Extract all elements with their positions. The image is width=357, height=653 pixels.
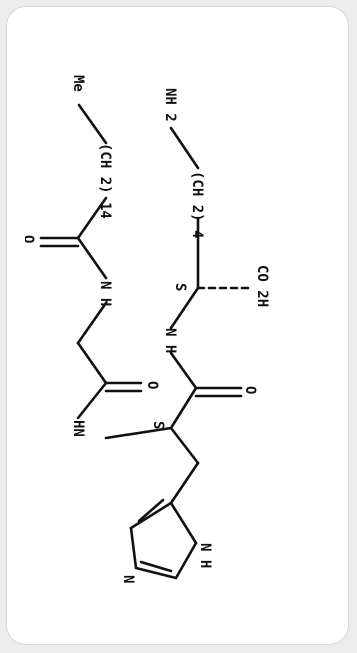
bond-ch2-carbonyl xyxy=(76,196,108,240)
bond-glycine-carbonyl xyxy=(76,341,108,385)
label-hn-mid: HN xyxy=(70,420,86,437)
structure-viewport: Me (CH 2) 14 O N H O HN NH 2 (CH 2) 4 S … xyxy=(25,43,346,633)
bonds xyxy=(39,103,253,580)
bond-nh2-ch2 xyxy=(169,126,200,170)
bond-s-top-ch2 xyxy=(169,426,200,465)
bond-carbonyl-mid-s-top xyxy=(169,386,198,430)
label-nh-ring: N H xyxy=(197,543,213,568)
bond-s-top-hn xyxy=(104,426,173,440)
label-co2h: CO 2H xyxy=(254,265,270,307)
ring-bond-1 xyxy=(169,501,198,545)
label-s-mid: S xyxy=(172,283,188,291)
label-o-right: O xyxy=(144,381,160,389)
label-n-ring: N xyxy=(120,575,136,583)
ring-bond-5 xyxy=(129,501,173,530)
label-nh-right: N H xyxy=(97,281,113,306)
ring-bond-5-double xyxy=(137,498,165,523)
chemical-structure: Me (CH 2) 14 O N H O HN NH 2 (CH 2) 4 S … xyxy=(25,75,270,583)
ring-bond-4 xyxy=(129,526,138,570)
label-o-mid: O xyxy=(242,386,258,394)
ring-bond-3 xyxy=(134,566,178,580)
label-ch2-14: (CH 2) 14 xyxy=(97,143,113,219)
bond-me-ch2 xyxy=(77,103,108,145)
bond-ch2-ring xyxy=(169,461,200,505)
atom-labels: Me (CH 2) 14 O N H O HN NH 2 (CH 2) 4 S … xyxy=(25,75,270,583)
ring-bond-3-double xyxy=(139,560,173,573)
ring-bond-2 xyxy=(174,541,198,580)
bond-s-mid-nh xyxy=(169,286,200,330)
label-me: Me xyxy=(70,75,86,92)
bond-nh-carbonyl-mid xyxy=(169,351,198,390)
bond-nh-glycine xyxy=(76,301,108,345)
image-card: Me (CH 2) 14 O N H O HN NH 2 (CH 2) 4 S … xyxy=(6,6,349,645)
label-nh2: NH 2 xyxy=(162,88,178,122)
bond-carbonyl-nh xyxy=(76,236,108,280)
label-o-top: O xyxy=(25,235,36,243)
label-ch2-4: (CH 2) 4 xyxy=(189,171,205,238)
bond-glycine-hn xyxy=(76,381,108,420)
label-s-top: S xyxy=(150,421,166,429)
label-nh-top: N H xyxy=(162,328,178,353)
